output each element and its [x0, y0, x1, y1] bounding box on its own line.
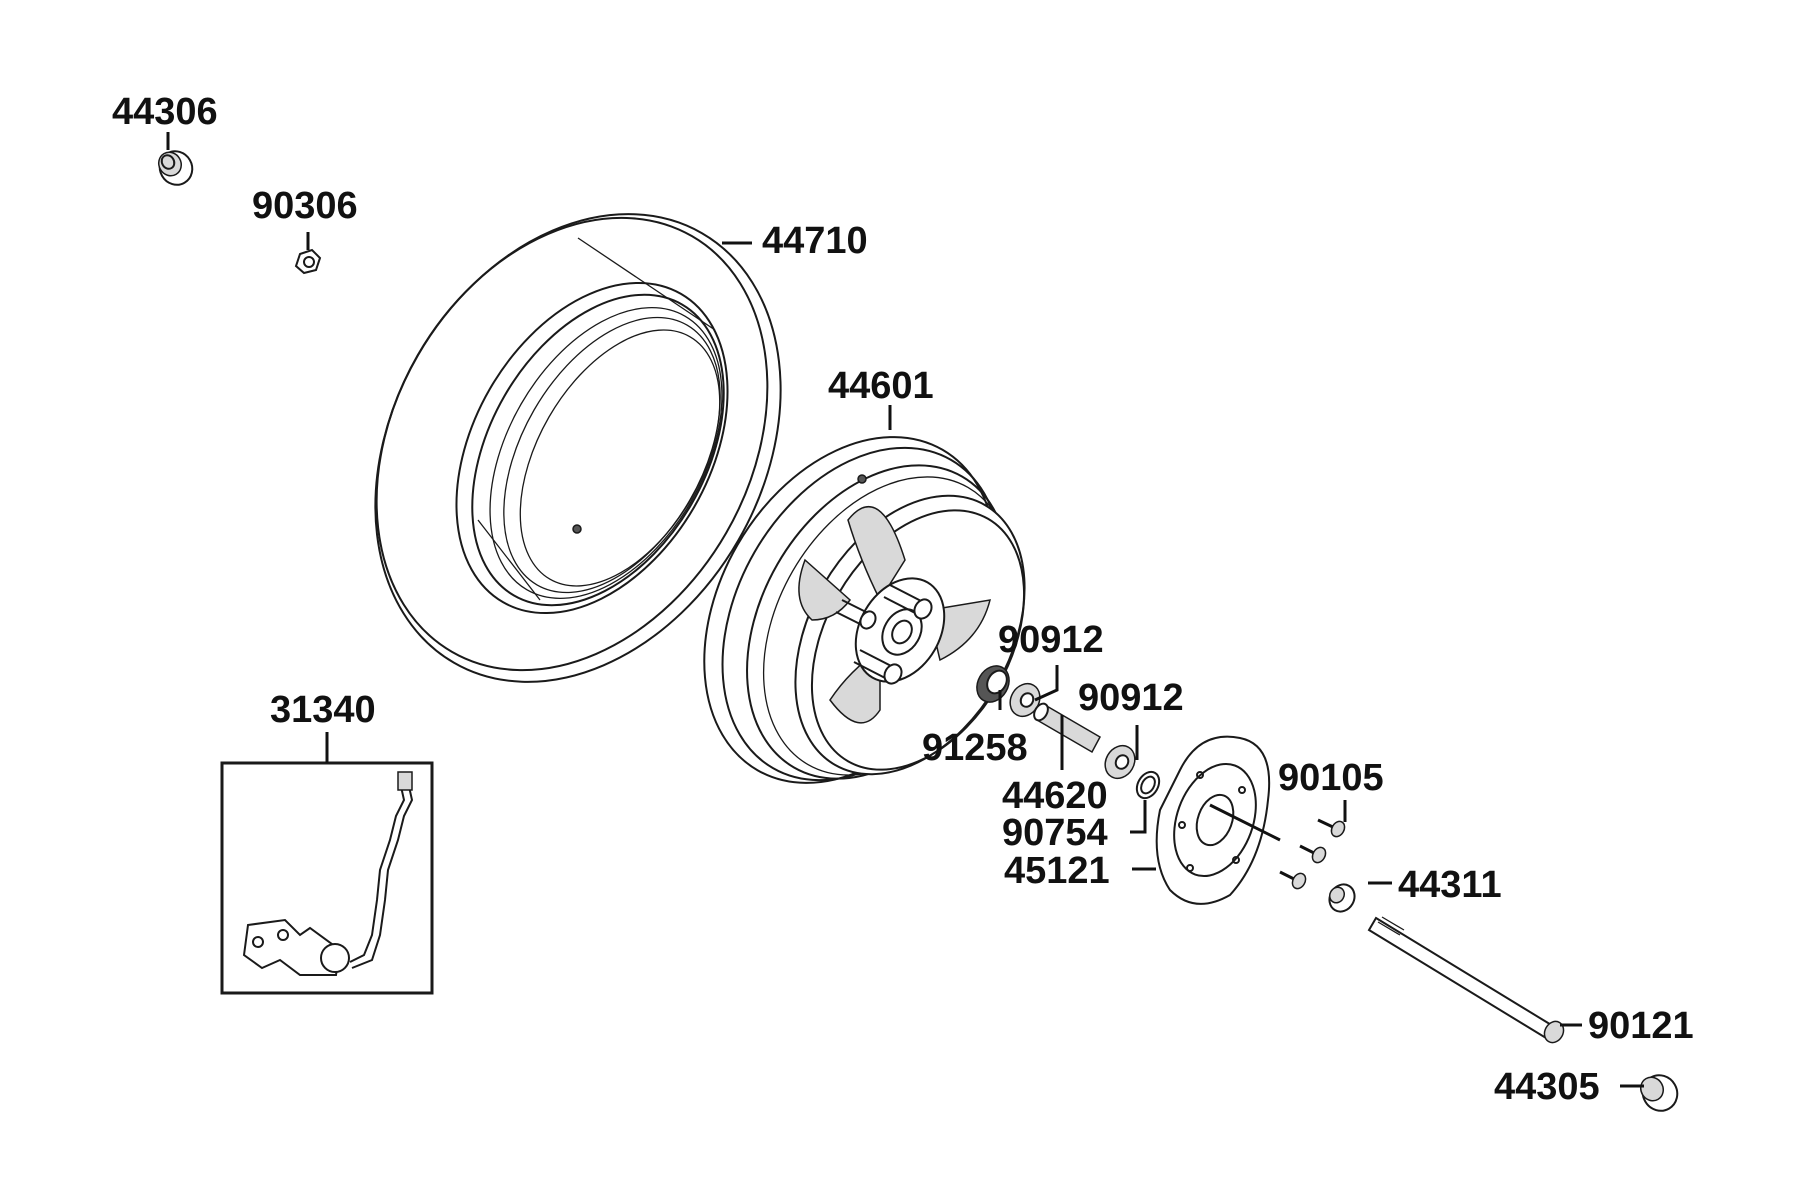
- label-44311: 44311: [1398, 864, 1502, 906]
- cap-nut-part[interactable]: [154, 145, 199, 190]
- label-90912-a: 90912: [998, 619, 1104, 661]
- circlip-part[interactable]: [1132, 768, 1163, 802]
- label-44601: 44601: [828, 365, 934, 407]
- label-44620: 44620: [1002, 775, 1108, 817]
- tire-part[interactable]: [294, 141, 862, 756]
- label-90121: 90121: [1588, 1005, 1694, 1047]
- label-91258: 91258: [922, 727, 1028, 769]
- label-44306: 44306: [112, 91, 218, 133]
- label-90754: 90754: [1002, 812, 1108, 854]
- leader-lines: [166, 132, 1644, 1088]
- axle-bolt-part[interactable]: [1367, 916, 1567, 1046]
- collar-part[interactable]: [1325, 880, 1360, 916]
- bearing-part-b[interactable]: [1099, 740, 1140, 783]
- rim-part[interactable]: [645, 385, 1072, 835]
- label-90306: 90306: [252, 185, 358, 227]
- label-31340: 31340: [270, 689, 376, 731]
- axle-cap-nut-part[interactable]: [1636, 1069, 1683, 1117]
- speed-sensor-inset[interactable]: [220, 761, 434, 995]
- nut-part[interactable]: [294, 248, 322, 275]
- label-90912-b: 90912: [1078, 677, 1184, 719]
- label-44710: 44710: [762, 220, 868, 262]
- disc-bolt-parts[interactable]: [1279, 818, 1347, 891]
- spacer-tube-part[interactable]: [1031, 701, 1102, 754]
- brake-disc-part[interactable]: [1155, 735, 1281, 905]
- label-90105: 90105: [1278, 757, 1384, 799]
- label-45121: 45121: [1004, 850, 1110, 892]
- label-44305: 44305: [1494, 1066, 1600, 1108]
